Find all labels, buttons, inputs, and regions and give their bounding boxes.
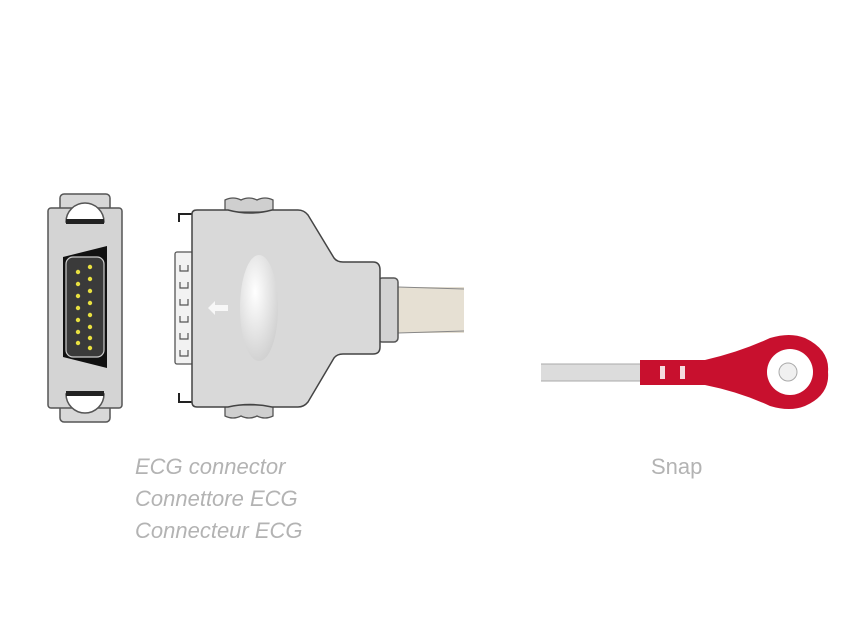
left-caption: ECG connector Connettore ECG Connecteur … — [135, 451, 303, 547]
caption-line-fr: Connecteur ECG — [135, 518, 303, 543]
ecg-connector-face — [47, 193, 123, 423]
snap-caption: Snap — [651, 454, 703, 479]
caption-line-it: Connettore ECG — [135, 486, 298, 511]
arrow-left-icon — [208, 301, 228, 315]
caption-line-en: ECG connector — [135, 454, 286, 479]
ecg-connector-plug — [174, 197, 465, 419]
snap-electrode — [541, 335, 829, 409]
pins — [75, 264, 93, 351]
